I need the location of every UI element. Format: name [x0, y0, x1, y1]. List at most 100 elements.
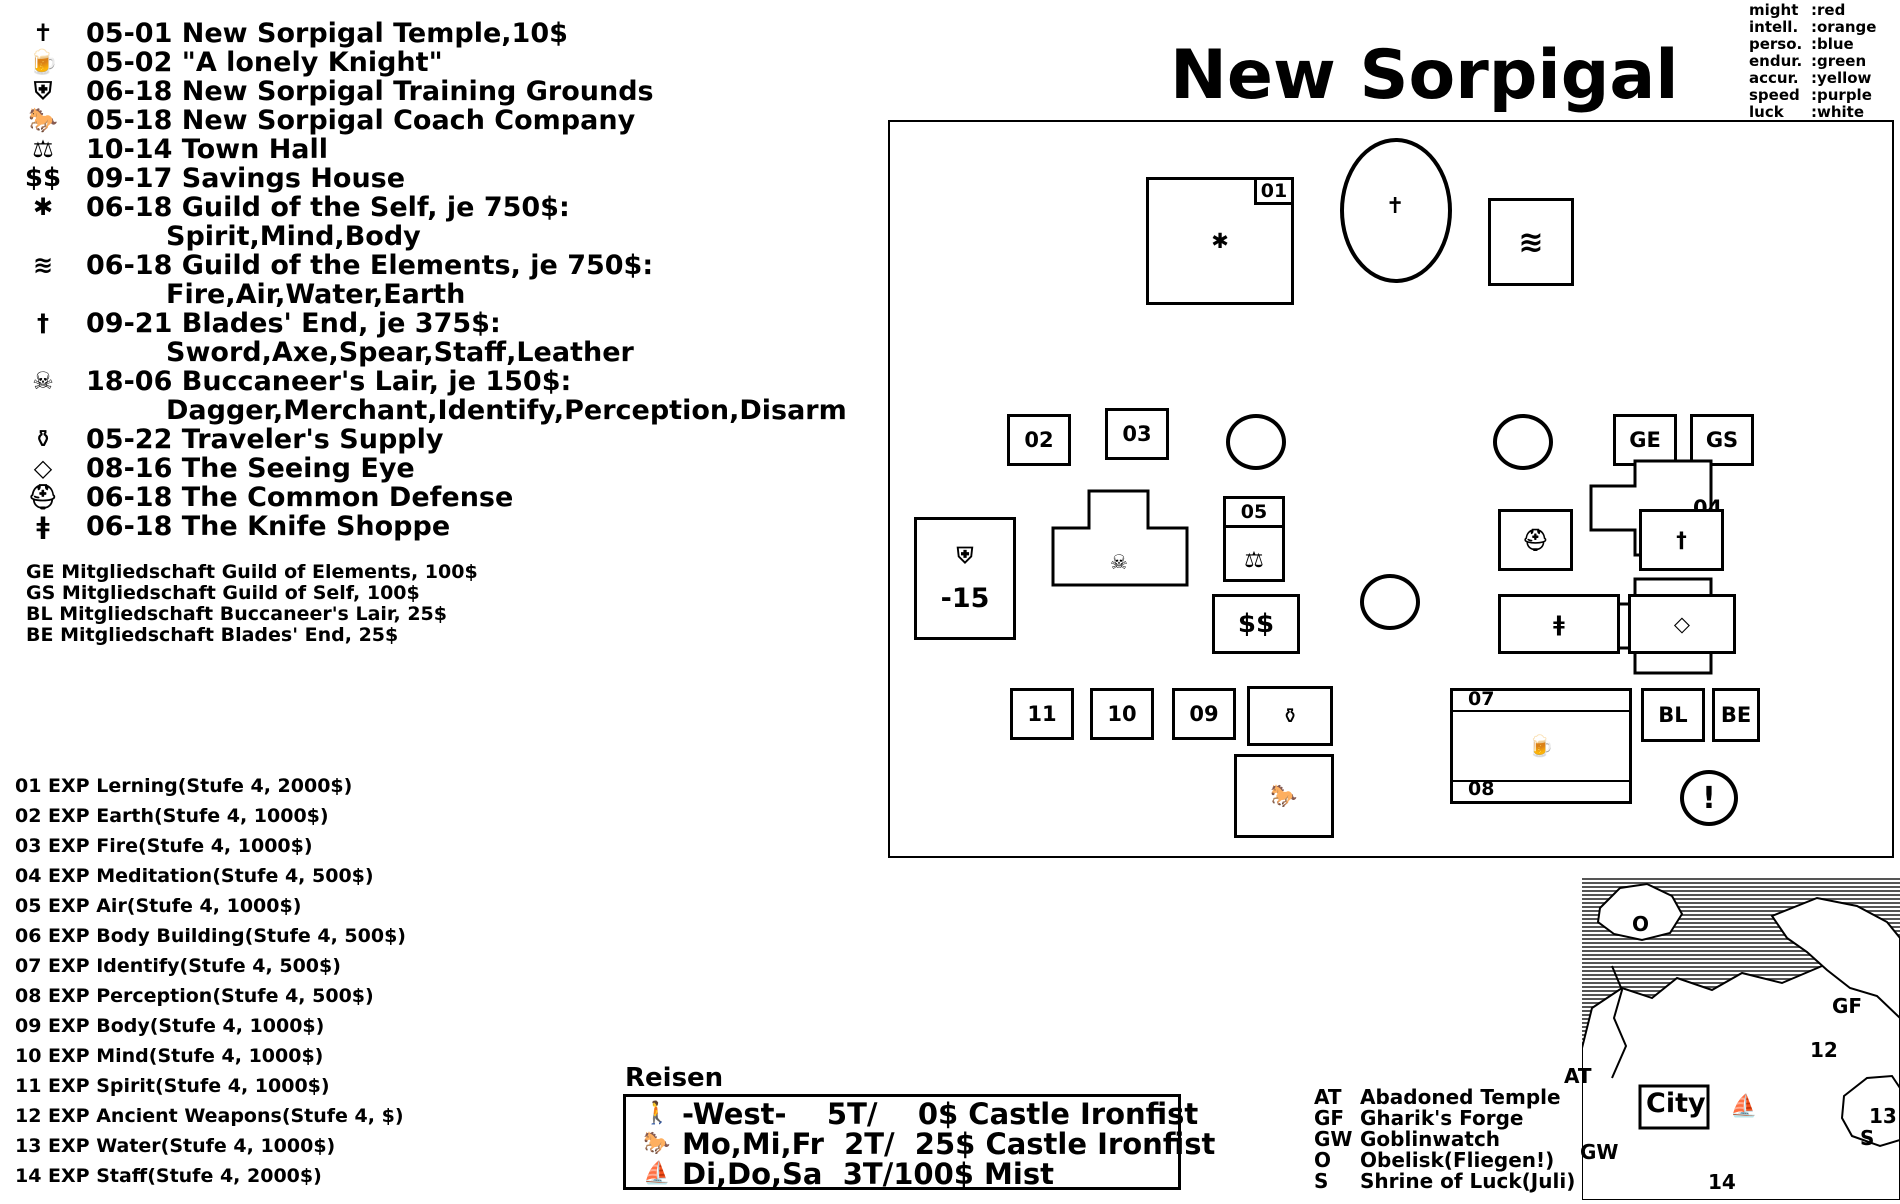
minimap-label: 13: [1869, 1104, 1897, 1128]
blades-end-building[interactable]: †: [1639, 509, 1724, 571]
room-03[interactable]: 03: [1105, 408, 1169, 460]
legend-text: 05-01 New Sorpigal Temple,10$: [86, 18, 568, 49]
ge-building[interactable]: GE: [1613, 414, 1677, 466]
stat-color: orange: [1817, 18, 1877, 36]
exp-item: 06 EXP Body Building(Stufe 4, 500$): [15, 925, 406, 947]
exp-item: 11 EXP Spirit(Stufe 4, 1000$): [15, 1075, 330, 1097]
travelers-supply-building[interactable]: ⚱: [1247, 686, 1333, 746]
exp-item: 09 EXP Body(Stufe 4, 1000$): [15, 1015, 325, 1037]
region-code: AT: [1314, 1085, 1342, 1109]
membership-item: GE Mitgliedschaft Guild of Elements, 100…: [26, 562, 478, 583]
legend-item: ◇ 08-16 The Seeing Eye: [18, 454, 415, 483]
bottles-icon: ⚱: [1281, 704, 1299, 728]
exp-item: 05 EXP Air(Stufe 4, 1000$): [15, 895, 302, 917]
room-02[interactable]: 02: [1007, 414, 1071, 466]
exp-item: 14 EXP Staff(Stufe 4, 2000$): [15, 1165, 322, 1187]
travel-row: 🚶 -West- 5T/ 0$ Castle Ironfist: [632, 1099, 1198, 1129]
helmet-icon: ⛑: [27, 483, 59, 511]
minimap-city-label: City: [1646, 1088, 1706, 1119]
legend-text: 09-21 Blades' End, je 375$:: [86, 308, 501, 339]
exp-item: 01 EXP Lerning(Stufe 4, 2000$): [15, 775, 353, 797]
seeing-eye-building[interactable]: ◇: [1628, 594, 1736, 654]
overview-minimap[interactable]: O GF 12 13 S City ⛵ AT GW 14: [1564, 878, 1900, 1201]
tavern-building[interactable]: 🍺: [1450, 688, 1632, 804]
membership-item: BE Mitgliedschaft Blades' End, 25$: [26, 625, 398, 646]
ship-icon: ⛵: [1730, 1094, 1758, 1119]
travel-row: ⛵ Di,Do,Sa 3T/100$ Mist: [632, 1159, 1054, 1189]
knife-shoppe-building[interactable]: ǂ: [1498, 594, 1620, 654]
legend-text: 05-18 New Sorpigal Coach Company: [86, 105, 636, 136]
buccaneers-lair-building[interactable]: [1050, 488, 1190, 588]
stat-item: might:red: [1749, 1, 1846, 19]
scales-icon: ⚖: [1244, 548, 1264, 573]
room-05-label: 05: [1223, 496, 1285, 528]
stat-item: intell.:orange: [1749, 18, 1877, 36]
helmet-icon: ⛑: [1522, 527, 1549, 552]
training-grounds-building[interactable]: ⛨ -15: [914, 517, 1016, 640]
sword-icon: †: [1676, 528, 1687, 552]
stat-key: might: [1749, 1, 1799, 19]
guild-of-elements-building[interactable]: ≋: [1488, 198, 1574, 286]
minimap-label: 12: [1810, 1038, 1838, 1062]
legend-item: ǂ 06-18 The Knife Shoppe: [18, 512, 450, 541]
alert-icon[interactable]: !: [1680, 770, 1738, 826]
cross-icon: ✝: [32, 19, 54, 47]
room-08-label: 08: [1468, 778, 1495, 800]
travel-table: 🚶 -West- 5T/ 0$ Castle Ironfist 🐎 Mo,Mi,…: [623, 1094, 1215, 1190]
island-shrine: [1840, 1074, 1900, 1148]
room-01-label: 01: [1254, 177, 1294, 205]
savings-house-building[interactable]: $$: [1212, 594, 1300, 654]
legend-item: ≋ 06-18 Guild of the Elements, je 750$:: [18, 251, 653, 280]
fountain-circle: [1493, 414, 1553, 470]
legend-item: ⚱ 05-22 Traveler's Supply: [18, 425, 444, 454]
minimap-svg: [1581, 878, 1900, 1201]
bottles-icon: ⚱: [32, 425, 54, 453]
legend-text: 08-16 The Seeing Eye: [86, 453, 415, 484]
skull-icon: ☠: [32, 367, 54, 395]
membership-text: Mitgliedschaft Buccaneer's Lair, 25$: [59, 603, 447, 625]
stat-key: perso.: [1749, 35, 1803, 53]
region-item: S Shrine of Luck(Juli): [1314, 1171, 1575, 1192]
legend-item: † 09-21 Blades' End, je 375$:: [18, 309, 501, 338]
be-building[interactable]: BE: [1712, 688, 1760, 742]
town-map: ✱ 01 ✝ ≋ 02 03 GE GS 04 06 ⛨ -15 ☠ ⚖ 05 …: [888, 120, 1894, 858]
room-09[interactable]: 09: [1172, 688, 1236, 740]
common-defense-building[interactable]: ⛑: [1498, 509, 1573, 571]
room-11[interactable]: 11: [1010, 688, 1074, 740]
region-code: GF: [1314, 1106, 1345, 1130]
minimap-label: S: [1860, 1126, 1875, 1150]
gs-building[interactable]: GS: [1690, 414, 1754, 466]
room-10[interactable]: 10: [1090, 688, 1154, 740]
exp-item: 08 EXP Perception(Stufe 4, 500$): [15, 985, 374, 1007]
legend-subtext: Fire,Air,Water,Earth: [166, 279, 466, 310]
membership-code: GS: [26, 582, 56, 604]
exp-item: 07 EXP Identify(Stufe 4, 500$): [15, 955, 341, 977]
bl-building[interactable]: BL: [1641, 688, 1705, 742]
legend-text: 06-18 Guild of the Elements, je 750$:: [86, 250, 654, 281]
minimap-label: GF: [1832, 994, 1863, 1018]
minimap-label: 14: [1708, 1170, 1736, 1194]
legend-text: 05-02 "A lonely Knight": [86, 47, 443, 78]
stat-item: luck:white: [1749, 103, 1865, 121]
legend-text: 06-18 The Common Defense: [86, 482, 514, 513]
shield-icon: ⛨: [34, 77, 52, 105]
legend-item: ✝ 05-01 New Sorpigal Temple,10$: [18, 19, 568, 48]
temple-building[interactable]: [1340, 138, 1452, 283]
region-code: S: [1314, 1169, 1329, 1193]
exp-item: 10 EXP Mind(Stufe 4, 1000$): [15, 1045, 324, 1067]
fountain-circle: [1226, 414, 1286, 470]
legend-item: ⚖ 10-14 Town Hall: [18, 135, 328, 164]
stat-key: accur.: [1749, 69, 1799, 87]
shield-icon: ⛨: [956, 543, 974, 569]
knife-icon: ǂ: [36, 512, 50, 540]
training-grounds-label: -15: [940, 582, 990, 614]
stat-key: intell.: [1749, 18, 1799, 36]
coach-company-building[interactable]: 🐎: [1234, 754, 1334, 838]
travel-row: 🐎 Mo,Mi,Fr 2T/ 25$ Castle Ironfist: [632, 1129, 1215, 1159]
membership-text: Mitgliedschaft Guild of Self, 100$: [61, 582, 420, 604]
region-text: Shrine of Luck(Juli): [1360, 1169, 1576, 1193]
stat-key: luck: [1749, 103, 1784, 121]
